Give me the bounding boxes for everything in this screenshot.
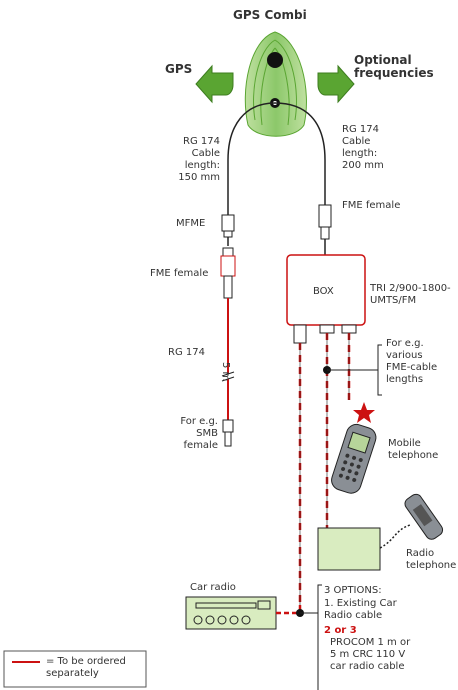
gps-combi-title: GPS Combi: [233, 8, 307, 22]
mobile-telephone-icon: [331, 423, 377, 494]
gps-label: GPS: [165, 62, 193, 76]
fme-female-right-connector: [318, 204, 332, 255]
fme-female-left-label: FME female: [150, 268, 209, 279]
gps-cable: [227, 102, 276, 215]
rg174-red-cable: [221, 298, 235, 420]
car-radio-icon: [185, 584, 322, 690]
rg174-left-label: RG 174: [168, 347, 205, 358]
smb-connector: [222, 419, 234, 447]
radio-handset-icon: [404, 493, 444, 540]
fme-female-right-label: FME female: [342, 200, 401, 211]
mobile-telephone-label: Mobile telephone: [388, 438, 439, 461]
gps-combi-antenna: [244, 31, 307, 137]
legend: [3, 650, 147, 688]
option-2-or-3: 2 or 3: [324, 625, 357, 636]
cable-left-label: RG 174 Cable length: 150 mm: [178, 136, 220, 183]
frequencies-arrow-icon: [317, 64, 355, 104]
option-2-3-text: PROCOM 1 m or 5 m CRC 110 V car radio ca…: [330, 637, 411, 672]
radio-telephone-unit: [317, 524, 411, 571]
box-label: BOX: [313, 286, 334, 297]
frequencies-cable: [274, 102, 326, 205]
tri-box: [286, 254, 366, 344]
box-output-cables: [298, 333, 382, 605]
optional-frequencies-label: Optional frequencies: [354, 53, 434, 80]
mfme-connector: [221, 214, 235, 246]
smb-female-label: For e.g. SMB female: [180, 416, 218, 451]
fme-female-left-connector: [220, 247, 236, 299]
length-5m-label: 5 m: [220, 362, 231, 382]
gps-arrow-icon: [195, 64, 234, 104]
radio-telephone-label: Radio telephone: [406, 548, 457, 571]
legend-text: = To be ordered separately: [46, 656, 126, 679]
option-1: 1. Existing Car Radio cable: [324, 598, 397, 621]
cable-right-label: RG 174 Cable length: 200 mm: [342, 124, 384, 171]
options-title: 3 OPTIONS:: [324, 585, 382, 596]
star-icon: [353, 402, 375, 423]
box-model-label: TRI 2/900-1800- UMTS/FM: [370, 283, 451, 306]
mfme-label: MFME: [176, 218, 206, 229]
car-radio-label: Car radio: [190, 582, 236, 593]
fme-cable-lengths-label: For e.g. various FME-cable lengths: [386, 338, 438, 385]
